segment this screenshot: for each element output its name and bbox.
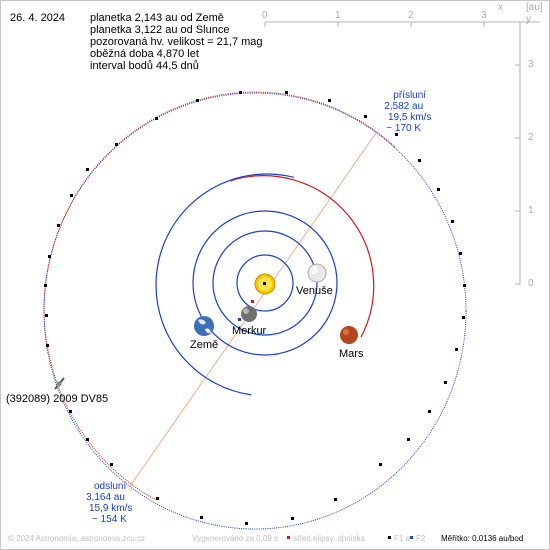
perihelion-distance: 2,582 au [384,101,424,112]
x-tick-1: 1 [335,10,341,21]
aphelion-speed: 15,9 km/s [89,503,133,514]
perihelion-label: přísluní 2,582 au 19,5 km/s ~ 170 K [384,90,432,134]
legend-f2-square [410,536,413,539]
orbital-period: oběžná doba 4,870 let [90,48,199,60]
footer-copyright: © 2024 Astronomia, astronomia.zcu.cz [8,534,146,543]
aphelion-time: ~ 154 K [92,514,127,525]
earth [194,316,214,336]
legend-f1: F1 a [394,534,411,543]
y-tick-0: 0 [528,278,534,289]
mars-orbit-red [229,175,375,338]
asteroid-orbit-red [43,91,396,501]
sun [254,273,276,295]
axis-unit: [au] [526,2,543,13]
aphelion-title: odsluní [94,481,127,492]
y-tick-2: 2 [528,132,534,143]
legend-center: střed elipsy, ohniska [293,534,365,543]
perihelion-title: přísluní [393,90,427,101]
venus-orbit [212,230,318,336]
y-axis-corner: y [526,14,531,25]
sun-distance: planetka 3,122 au od Slunce [90,24,230,36]
date-label: 26. 4. 2024 [10,12,66,24]
x-tick-3: 3 [481,10,487,21]
earth-label: Země [190,339,219,351]
info-panel: planetka 2,143 au od Země planetka 3,122… [90,12,263,72]
perihelion-time: ~ 170 K [386,123,422,134]
asteroid-name: (392089) 2009 DV85 [6,393,109,405]
point-interval: interval bodů 44,5 dnů [90,60,199,72]
perihelion-speed: 19,5 km/s [388,112,432,123]
asteroid-orbit-points [44,91,466,525]
aphelion-label: odsluní 3,164 au 15,9 km/s ~ 154 K [86,481,132,525]
earth-orbit [192,210,338,356]
y-tick-1: 1 [528,205,534,216]
focus-f2-marker [238,318,241,321]
earth-distance: planetka 2,143 au od Země [90,12,224,24]
aphelion-distance: 3,164 au [86,492,125,503]
y-tick-3: 3 [528,59,534,70]
scale-label: Měřítko: 0,0136 au/bod [441,534,524,543]
x-axis [264,21,540,27]
mars-orbit [155,173,379,397]
ellipse-center-marker [251,300,254,303]
mercury [241,306,257,322]
legend-red-square [287,536,290,539]
mercury-orbit [236,254,294,312]
legend-f1-square [388,536,391,539]
x-axis-corner: x [498,2,503,13]
footer-generated: Vygenerováno za 0,09 s [192,534,278,543]
mars-label: Mars [339,348,364,360]
asteroid-marker [54,377,65,390]
mars [340,326,358,344]
mercury-label: Merkur [232,325,267,337]
magnitude: pozorovaná hv. velikost = 21,7 mag [90,36,263,48]
legend-f2: F2 [416,534,426,543]
venus-label: Venuše [296,285,333,297]
venus [307,263,327,283]
x-tick-0: 0 [262,10,268,21]
y-axis [515,22,521,285]
x-tick-2: 2 [408,10,414,21]
